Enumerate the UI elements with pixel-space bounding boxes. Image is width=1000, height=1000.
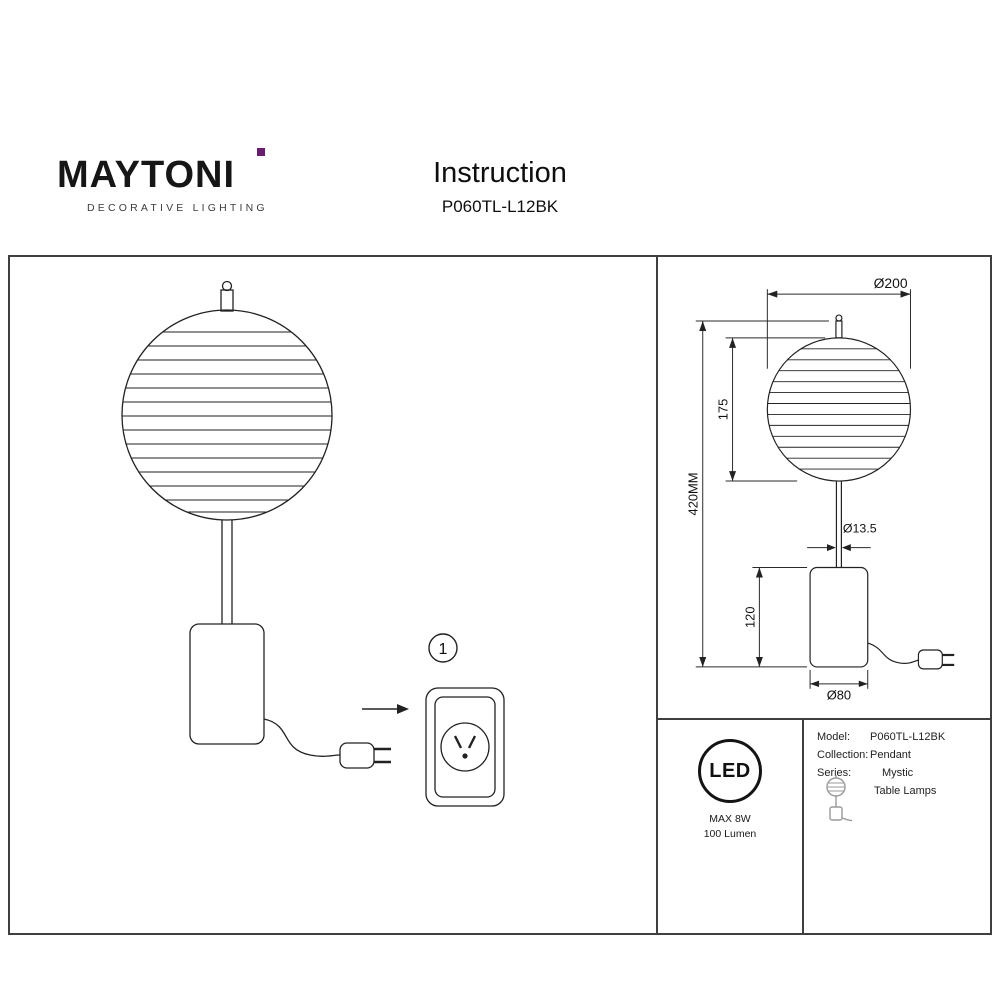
series-value-line1: Mystic: [882, 767, 914, 779]
dimension-stem-diameter: [807, 544, 871, 552]
lumen-text: 100 Lumen: [703, 828, 757, 840]
step-marker: 1: [428, 633, 458, 663]
lamp-stem: [221, 520, 233, 624]
label-stem-diameter: Ø13.5: [843, 522, 877, 536]
title-block: Instruction P060TL-L12BK: [0, 157, 1000, 217]
table-lamp-icon: [826, 775, 853, 822]
socket-slot-right: [467, 735, 477, 749]
lamp-assembly-drawing: 1: [121, 280, 505, 807]
power-plug: [339, 742, 391, 769]
dimension-shade-diameter: [766, 289, 911, 369]
lamp-finial: [835, 314, 843, 339]
lamp-dimension-drawing: Ø200 175 420MM Ø13.5 120 Ø80: [686, 275, 955, 703]
brand-logo-text: MAYTONI: [57, 154, 236, 196]
socket-hole: [462, 753, 468, 759]
step-arrow: [362, 704, 409, 714]
model-label: Model:: [817, 731, 851, 743]
dimension-base-height: [752, 567, 808, 667]
drawing-frame: 1: [8, 255, 992, 935]
label-base-diameter: Ø80: [827, 688, 851, 703]
led-spec-cell: LED MAX 8W 100 Lumen: [658, 720, 804, 933]
wall-socket: [425, 687, 505, 807]
dimension-total-height: [695, 320, 829, 668]
lamp-shade: [766, 337, 912, 482]
lamp-finial: [220, 280, 234, 312]
step-number: 1: [439, 641, 448, 658]
series-label: Series:: [817, 767, 852, 779]
dimension-shade-height: [725, 337, 825, 482]
brand-subtitle: DECORATIVE LIGHTING: [87, 202, 268, 214]
model-value: P060TL-L12BK: [870, 731, 946, 743]
label-shade-diameter: Ø200: [874, 275, 908, 291]
collection-label: Collection:: [817, 749, 869, 761]
model-number: P060TL-L12BK: [441, 197, 559, 216]
lamp-base: [189, 623, 265, 745]
product-info-cell: Model: P060TL-L12BK Collection: Pendant …: [804, 720, 990, 933]
brand-block: MAYTONI DECORATIVE LIGHTING: [57, 148, 268, 214]
label-total-height: 420MM: [686, 472, 701, 515]
label-base-height: 120: [742, 606, 757, 628]
series-value-line2: Table Lamps: [874, 785, 937, 797]
lamp-shade: [121, 309, 333, 521]
page-title: Instruction: [433, 157, 567, 189]
socket-slot-left: [453, 735, 463, 749]
max-power-text: MAX 8W: [709, 813, 751, 825]
power-cord: [867, 642, 919, 664]
label-shade-height: 175: [716, 399, 731, 421]
led-badge: LED: [698, 739, 762, 803]
assembly-panel: 1: [10, 257, 658, 933]
power-plug: [917, 649, 955, 670]
lamp-stem: [835, 481, 842, 568]
power-cord: [263, 718, 341, 757]
dimension-base-diameter: [809, 669, 869, 689]
lamp-base: [809, 566, 869, 668]
dimension-panel: Ø200 175 420MM Ø13.5 120 Ø80: [658, 257, 990, 720]
shade-ribs: [767, 348, 911, 470]
spec-panel: LED MAX 8W 100 Lumen Model: P060TL-L12BK…: [658, 720, 990, 933]
led-badge-text: LED: [709, 759, 751, 782]
shade-ribs: [122, 331, 332, 513]
collection-value: Pendant: [870, 749, 911, 761]
brand-logo: MAYTONI: [57, 148, 268, 196]
brand-logo-dot: [256, 148, 265, 156]
